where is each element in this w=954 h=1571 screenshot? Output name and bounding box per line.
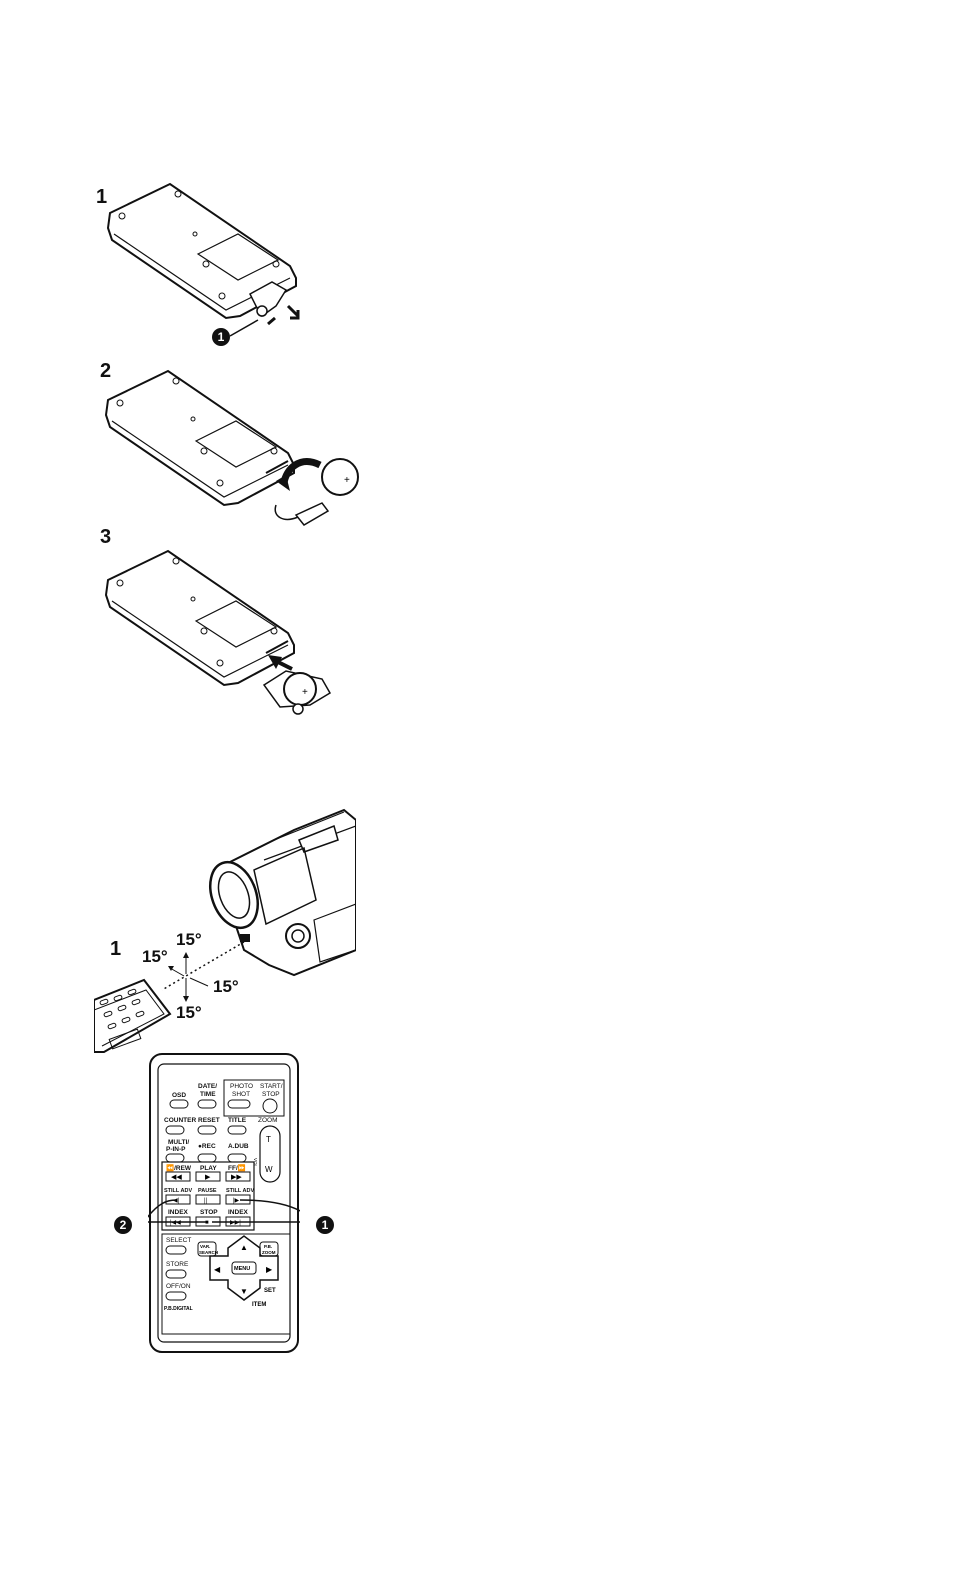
still-adv-left-label: STILL ADV — [164, 1188, 192, 1194]
var-search-label-2: SEARCH — [199, 1250, 218, 1255]
angle-label-left: 15° — [142, 947, 168, 967]
reset-label: RESET — [198, 1117, 220, 1124]
ff-label: FF/⏩ — [228, 1164, 246, 1172]
rec-label: ●REC — [198, 1143, 216, 1150]
svg-text:+: + — [302, 687, 308, 698]
title-label: TITLE — [228, 1117, 247, 1124]
svg-text:▲: ▲ — [240, 1243, 248, 1252]
multi-label-2: P-IN-P — [166, 1146, 186, 1153]
set-label: SET — [264, 1288, 276, 1294]
remote-back-illustration-step-1 — [100, 178, 340, 353]
pause-label: PAUSE — [198, 1188, 217, 1194]
osd-button-label: OSD — [172, 1092, 186, 1099]
angle-label-top: 15° — [176, 930, 202, 950]
multi-label-1: MULTI/ — [168, 1139, 189, 1146]
remote-back-illustration-step-2: + — [100, 365, 370, 545]
pb-zoom-label-1: P.B. — [264, 1244, 272, 1249]
svg-text:||: || — [204, 1198, 208, 1204]
zoom-t-label: T — [266, 1135, 271, 1144]
svg-text:◀◀: ◀◀ — [171, 1174, 182, 1181]
off-on-label: OFF/ON — [166, 1283, 191, 1290]
a-dub-label: A.DUB — [228, 1143, 249, 1150]
date-time-label-2: TIME — [200, 1091, 216, 1098]
svg-text:|▶: |▶ — [233, 1198, 240, 1204]
remote-back-illustration-step-3: + — [100, 545, 350, 725]
store-label: STORE — [166, 1261, 189, 1268]
pb-zoom-label-2: ZOOM — [262, 1250, 276, 1255]
svg-text:▶▶: ▶▶ — [231, 1174, 242, 1181]
callout-1-battery-tab: 1 — [212, 328, 230, 346]
angle-label-bottom: 15° — [176, 1003, 202, 1023]
still-adv-right-label: STILL ADV — [226, 1188, 254, 1194]
camcorder-remote-range-illustration — [94, 800, 356, 1060]
angle-label-right: 15° — [213, 977, 239, 997]
svg-text:■: ■ — [205, 1220, 209, 1226]
date-time-label-1: DATE/ — [198, 1083, 217, 1090]
var-search-label-1: VAR. — [200, 1244, 210, 1249]
counter-label: COUNTER — [164, 1117, 196, 1124]
menu-label: MENU — [234, 1266, 250, 1272]
play-label: PLAY — [200, 1165, 217, 1172]
svg-text:◀|: ◀| — [173, 1198, 180, 1204]
remote-front-illustration: OSD DATE/ TIME PHOTO SHOT START/ STOP CO… — [148, 1052, 300, 1354]
callout-2-remote: 2 — [114, 1216, 132, 1234]
svg-text:▶: ▶ — [205, 1174, 211, 1181]
svg-text:▶▶|: ▶▶| — [230, 1220, 241, 1226]
svg-text:|◀◀: |◀◀ — [170, 1220, 181, 1226]
start-stop-label-2: STOP — [262, 1091, 280, 1098]
zoom-w-label: W — [265, 1165, 273, 1174]
range-step-number-1: 1 — [110, 938, 121, 961]
select-label: SELECT — [166, 1237, 191, 1244]
svg-text:+: + — [344, 475, 350, 486]
start-stop-label-1: START/ — [260, 1083, 283, 1090]
callout-1-remote: 1 — [316, 1216, 334, 1234]
item-label: ITEM — [252, 1302, 266, 1308]
photo-shot-label-1: PHOTO — [230, 1083, 253, 1090]
zoom-label: ZOOM — [258, 1117, 278, 1124]
index-left-label: INDEX — [168, 1209, 189, 1216]
photo-shot-label-2: SHOT — [232, 1091, 250, 1098]
pb-digital-label: P.B.DIGITAL — [164, 1306, 193, 1312]
svg-text:▼: ▼ — [240, 1287, 248, 1296]
rew-label: ⏪/REW — [166, 1164, 192, 1172]
svg-text:▶: ▶ — [266, 1265, 273, 1274]
stop-label: STOP — [200, 1209, 218, 1216]
svg-text:◀: ◀ — [214, 1265, 221, 1274]
index-right-label: INDEX — [228, 1209, 249, 1216]
